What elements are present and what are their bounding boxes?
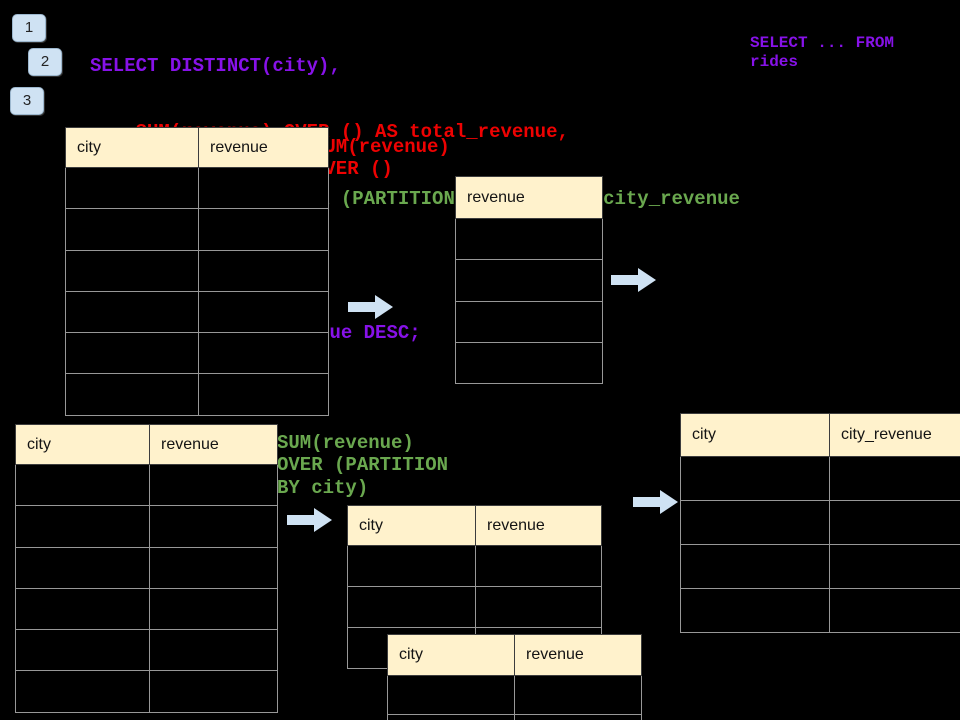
table-cell	[15, 463, 150, 507]
table-cell	[198, 208, 329, 251]
table-cell	[455, 259, 603, 302]
table-row	[455, 300, 603, 343]
column-header-city: city	[680, 413, 830, 457]
table-rides-source-top: city revenue	[65, 127, 329, 416]
column-header-city-revenue: city_revenue	[829, 413, 960, 457]
table-cell	[680, 544, 830, 589]
table-row	[387, 714, 642, 720]
step-badge-1: 1	[12, 14, 46, 42]
corner-query-note: SELECT ... FROM rides	[750, 34, 895, 71]
table-cell	[15, 546, 150, 589]
table-cell	[15, 629, 150, 672]
table-cell	[475, 586, 602, 628]
table-cell	[347, 545, 476, 587]
table-row	[65, 332, 329, 375]
table-row	[680, 544, 960, 589]
table-cell	[680, 500, 830, 545]
arrow-right-icon-3	[287, 508, 332, 532]
column-header-revenue: revenue	[198, 127, 329, 168]
table-header-row: city revenue	[65, 127, 329, 168]
table-header-row: city revenue	[15, 424, 278, 465]
table-row	[15, 670, 278, 713]
table-row	[65, 290, 329, 334]
arrow-right-icon-4	[633, 490, 678, 514]
table-cell	[387, 675, 515, 715]
table-row	[15, 587, 278, 631]
table-row	[65, 208, 329, 251]
table-cell	[829, 456, 960, 501]
partition-annotation: SUM(revenue) OVER (PARTITION BY city)	[277, 432, 449, 499]
column-header-revenue: revenue	[455, 176, 603, 219]
table-header-row: city revenue	[347, 505, 602, 546]
column-header-city: city	[347, 505, 476, 546]
table-cell	[149, 546, 278, 589]
table-cell	[198, 166, 329, 210]
table-cell	[149, 670, 278, 713]
table-row	[387, 675, 642, 715]
table-header-row: city revenue	[387, 634, 642, 676]
table-row	[65, 166, 329, 210]
table-header-row: revenue	[455, 176, 603, 219]
table-cell	[65, 166, 199, 210]
column-header-revenue: revenue	[514, 634, 642, 676]
table-cell	[198, 373, 329, 416]
table-row	[455, 259, 603, 302]
column-header-city: city	[387, 634, 515, 676]
table-final-city-revenue: city city_revenue	[680, 413, 960, 633]
table-row	[680, 588, 960, 633]
table-row	[347, 586, 602, 628]
table-cell	[455, 341, 603, 385]
table-cell	[198, 249, 329, 292]
column-header-city: city	[65, 127, 199, 168]
table-row	[455, 341, 603, 385]
table-partition-result-b: city revenue	[387, 634, 642, 720]
table-cell	[829, 588, 960, 633]
table-row	[455, 217, 603, 261]
table-total-revenue-result: revenue	[455, 176, 603, 385]
table-cell	[65, 249, 199, 292]
step-badge-2: 2	[28, 48, 62, 76]
table-row	[680, 500, 960, 545]
table-cell	[680, 456, 830, 501]
table-cell	[347, 586, 476, 628]
table-cell	[514, 675, 642, 715]
table-cell	[198, 290, 329, 334]
table-cell	[65, 373, 199, 416]
table-cell	[829, 544, 960, 589]
table-cell	[455, 217, 603, 261]
table-cell	[149, 505, 278, 548]
table-cell	[65, 290, 199, 334]
table-row	[15, 629, 278, 672]
table-cell	[149, 629, 278, 672]
table-cell	[15, 670, 150, 713]
table-row	[15, 463, 278, 507]
table-cell	[198, 332, 329, 375]
table-row	[15, 505, 278, 548]
table-cell	[455, 300, 603, 343]
table-cell	[680, 588, 830, 633]
table-cell	[149, 463, 278, 507]
table-cell	[65, 332, 199, 375]
table-rides-source-bottom: city revenue	[15, 424, 278, 713]
total-revenue-annotation: SUM(revenue) OVER ()	[313, 136, 450, 181]
column-header-revenue: revenue	[475, 505, 602, 546]
table-cell	[387, 714, 515, 720]
table-row	[15, 546, 278, 589]
table-row	[680, 456, 960, 501]
table-cell	[15, 505, 150, 548]
table-header-row: city city_revenue	[680, 413, 960, 457]
table-cell	[149, 587, 278, 631]
column-header-city: city	[15, 424, 150, 465]
table-cell	[514, 714, 642, 720]
column-header-revenue: revenue	[149, 424, 278, 465]
step-badge-3: 3	[10, 87, 44, 115]
table-row	[347, 545, 602, 587]
table-row	[65, 373, 329, 416]
table-row	[65, 249, 329, 292]
table-cell	[15, 587, 150, 631]
table-cell	[65, 208, 199, 251]
sql-line-select: SELECT DISTINCT(city),	[90, 54, 341, 77]
table-cell	[829, 500, 960, 545]
table-cell	[475, 545, 602, 587]
